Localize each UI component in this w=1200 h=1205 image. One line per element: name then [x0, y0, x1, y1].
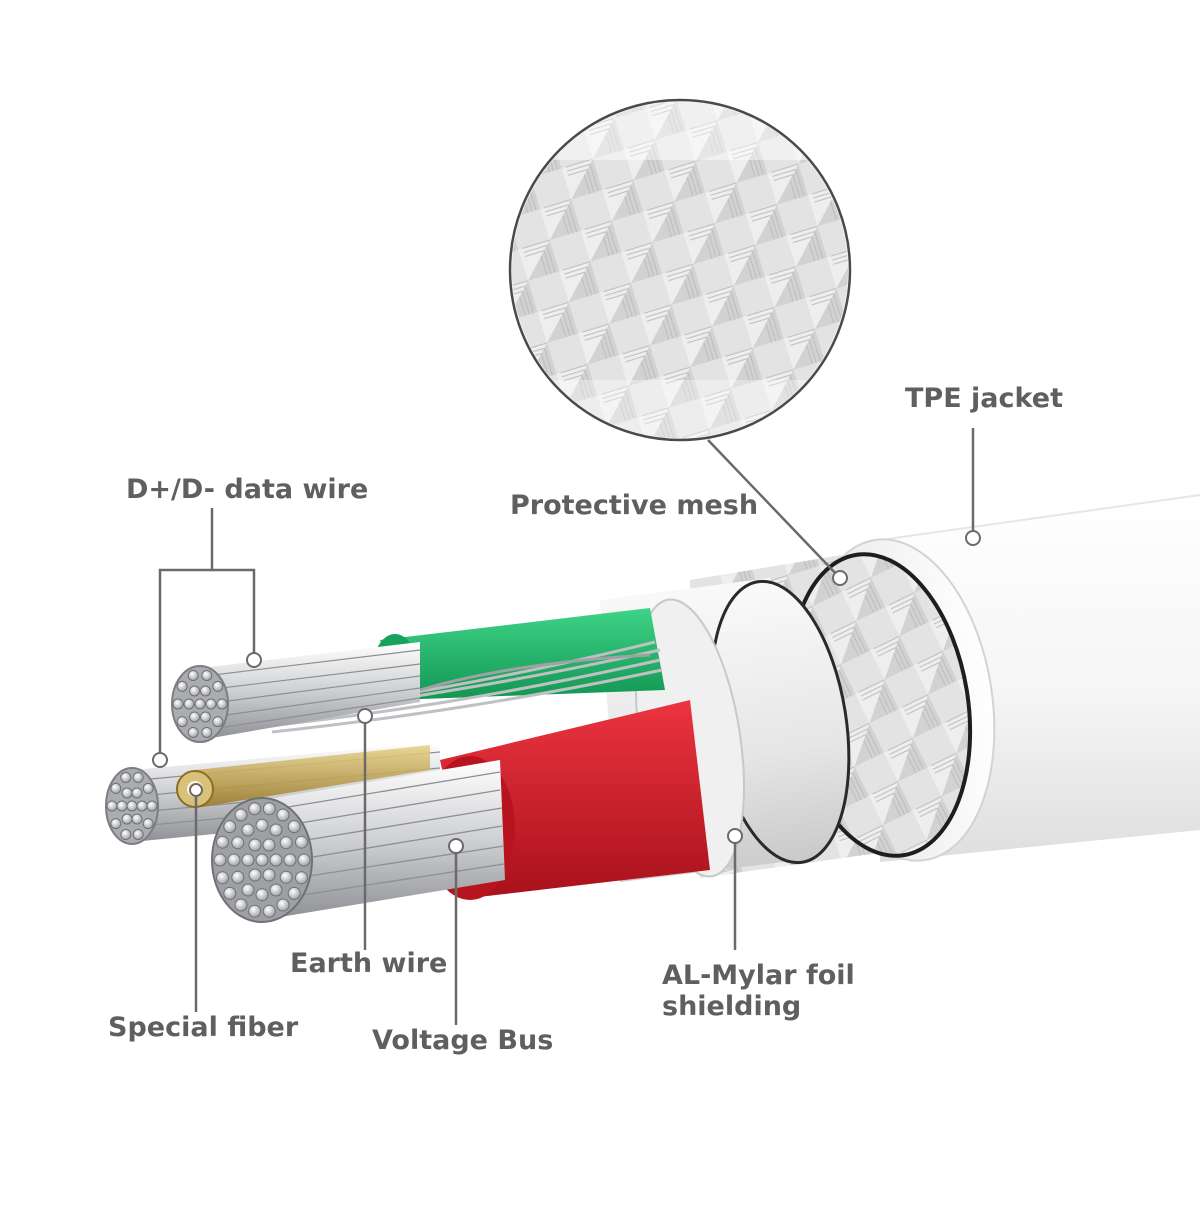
strand-end [131, 813, 143, 825]
strand-end [283, 853, 297, 867]
strand-end [269, 883, 283, 897]
strand-end [213, 853, 227, 867]
strand-end [183, 698, 195, 710]
strand-end [205, 698, 217, 710]
data-wire-label: D+/D- data wire [126, 474, 369, 505]
strand-end [126, 800, 138, 812]
strand-end [187, 727, 199, 738]
mylar-foil-label-line2: shielding [662, 991, 802, 1023]
strand-end [142, 818, 154, 830]
strand-end [248, 904, 262, 918]
strand-end [132, 772, 144, 783]
strand-end [200, 685, 211, 697]
strand-end [255, 853, 269, 867]
special-fiber-label: Special fiber [108, 1012, 299, 1043]
strand-end [276, 898, 290, 912]
strand-end [248, 868, 262, 882]
strand-end [172, 698, 184, 710]
strand-end [136, 800, 148, 812]
strand-end [110, 782, 122, 794]
strand-end [120, 772, 132, 783]
strand-end [212, 680, 224, 692]
strand-end [262, 868, 276, 882]
strand-end [187, 670, 199, 681]
mylar-foil-label: AL-Mylar foil shielding [662, 960, 892, 1022]
strand-end [121, 787, 133, 799]
strand-end [241, 853, 255, 867]
mesh-magnifier [508, 98, 852, 442]
earth-wire-label: Earth wire [290, 948, 448, 979]
strand-end [106, 800, 118, 812]
strand-end [216, 698, 228, 710]
strand-end [297, 853, 311, 867]
strand-end [231, 870, 245, 884]
strand-end [287, 886, 301, 900]
strand-end [234, 808, 248, 822]
strand-end [176, 716, 188, 728]
strand-end [116, 800, 128, 812]
strand-end [201, 727, 213, 738]
strand-end [269, 853, 283, 867]
strand-end [194, 698, 206, 710]
strand-end [269, 823, 283, 837]
strand-end [110, 818, 122, 830]
voltage-bus-label: Voltage Bus [372, 1025, 554, 1056]
strand-end [216, 871, 229, 885]
strand-end [142, 782, 154, 794]
strand-end [227, 853, 241, 867]
strand-end [189, 711, 200, 723]
strand-end [132, 829, 144, 840]
strand-end [279, 870, 293, 884]
strand-end [234, 898, 248, 912]
strand-end [241, 883, 255, 897]
strand-end [276, 808, 290, 822]
strand-end [262, 802, 276, 816]
strand-end [255, 888, 269, 902]
strand-end [248, 802, 262, 816]
strand-end [216, 835, 229, 849]
strand-end [241, 823, 255, 837]
strand-end [287, 820, 301, 834]
mylar-foil-label-line1: AL-Mylar foil [662, 960, 855, 991]
strand-end [120, 829, 132, 840]
strand-end [248, 838, 262, 852]
strand-end [201, 670, 213, 681]
strand-end [279, 836, 293, 850]
strand-end [176, 680, 188, 692]
strand-end [212, 716, 224, 728]
strand-end [255, 818, 269, 832]
strand-end [295, 835, 308, 849]
strand-end [189, 685, 200, 697]
tpe-jacket-label: TPE jacket [905, 383, 1063, 414]
strand-end [262, 904, 276, 918]
strand-end [146, 800, 158, 812]
strand-end [131, 787, 143, 799]
strand-end [200, 711, 211, 723]
strand-end [231, 836, 245, 850]
strand-end [223, 886, 237, 900]
strand-end [121, 813, 133, 825]
leader-lines [158, 428, 975, 1025]
strand-ends [106, 670, 311, 918]
strand-end [295, 871, 308, 885]
strand-end [262, 838, 276, 852]
protective-mesh-label: Protective mesh [510, 490, 759, 521]
leader-markers [152, 530, 981, 854]
strand-end [223, 820, 237, 834]
